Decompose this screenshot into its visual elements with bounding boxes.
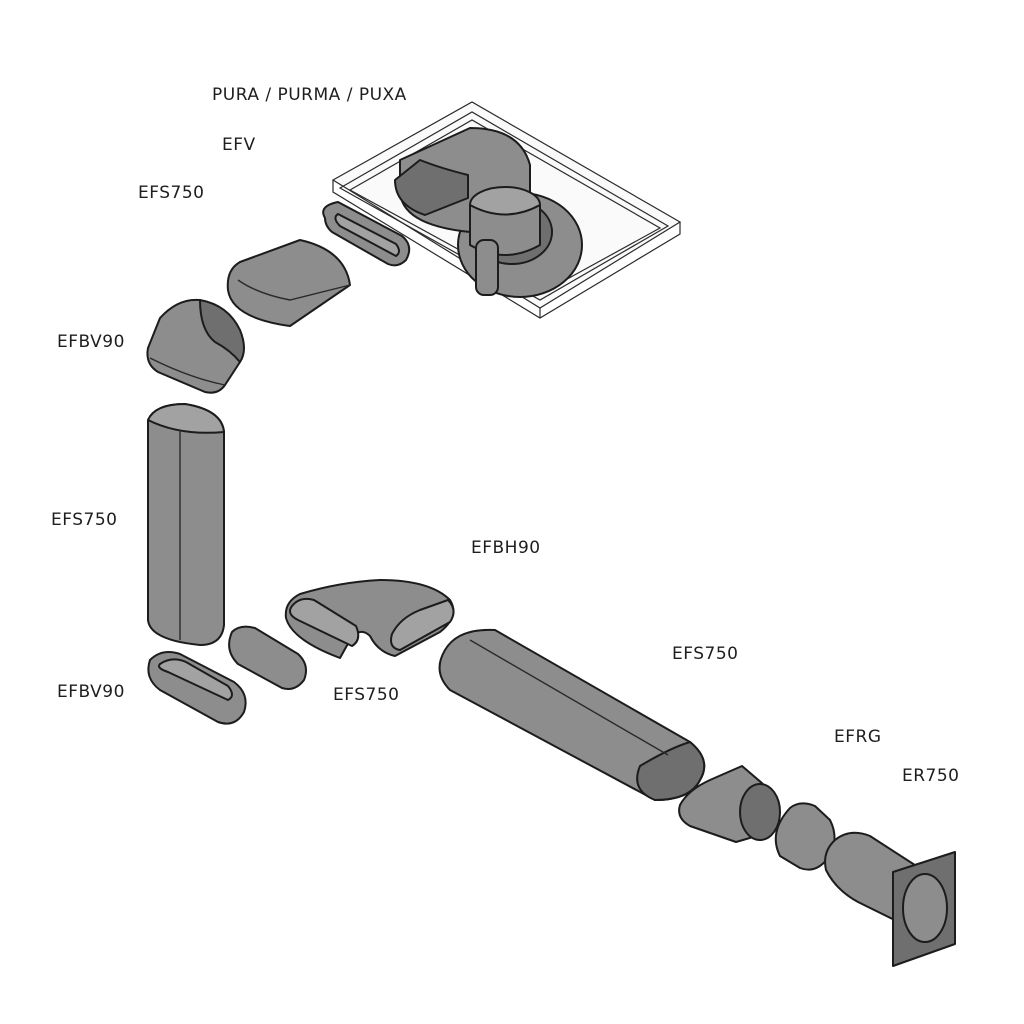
er750-round-pipe — [824, 831, 956, 967]
label-efbv90-top: EFBV90 — [57, 332, 125, 352]
label-efs750-long: EFS750 — [672, 644, 739, 664]
label-efbh90: EFBH90 — [471, 538, 541, 558]
label-efbv90-bottom: EFBV90 — [57, 682, 125, 702]
efrg-reducer — [678, 765, 781, 843]
efbv90-bottom-bend — [147, 651, 247, 725]
efbv90-top-bend — [146, 298, 245, 394]
label-efrg: EFRG — [834, 727, 882, 747]
efbh90-horizontal-bend — [284, 579, 455, 659]
cooker-hood — [331, 101, 682, 319]
efs750-vertical-straight — [147, 403, 225, 646]
label-efs750-short: EFS750 — [333, 685, 400, 705]
efs750-small-connector — [228, 625, 307, 690]
efs750-long-straight — [438, 628, 706, 801]
label-efs750-vertical: EFS750 — [51, 510, 118, 530]
label-hood-models: PURA / PURMA / PUXA — [212, 85, 407, 105]
efv-flat-collar — [322, 201, 411, 267]
label-efv: EFV — [222, 135, 256, 155]
label-efs750-top: EFS750 — [138, 183, 205, 203]
label-er750: ER750 — [902, 766, 960, 786]
efs750-top-straight — [226, 239, 351, 327]
